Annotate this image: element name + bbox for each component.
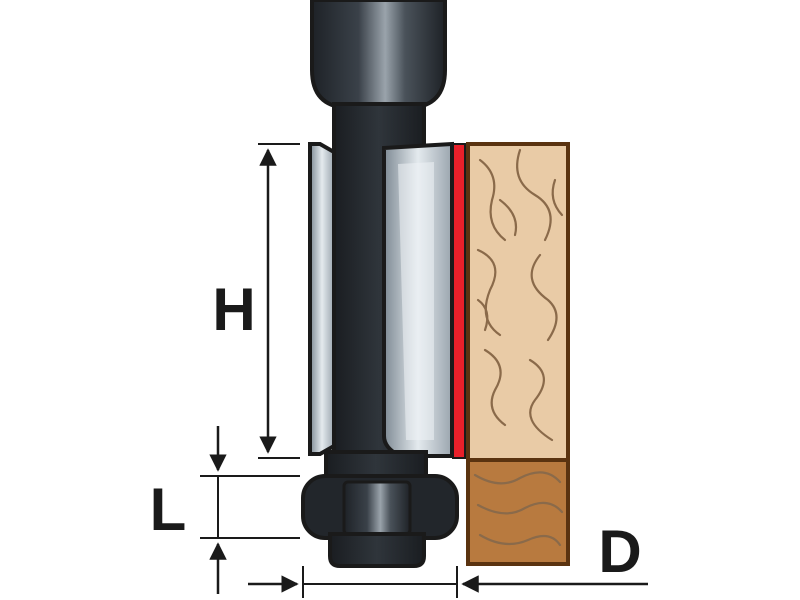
bearing-nut [342, 480, 412, 536]
d-label: D [598, 518, 641, 585]
blade-highlight [398, 162, 434, 440]
wood-grain [473, 148, 564, 547]
cutter-blade-left [308, 142, 336, 456]
h-label: H [212, 276, 255, 343]
bearing-bolt [328, 532, 426, 568]
l-label: L [150, 476, 187, 543]
cut-edge-line [452, 143, 466, 459]
shank-upper [310, 0, 447, 110]
